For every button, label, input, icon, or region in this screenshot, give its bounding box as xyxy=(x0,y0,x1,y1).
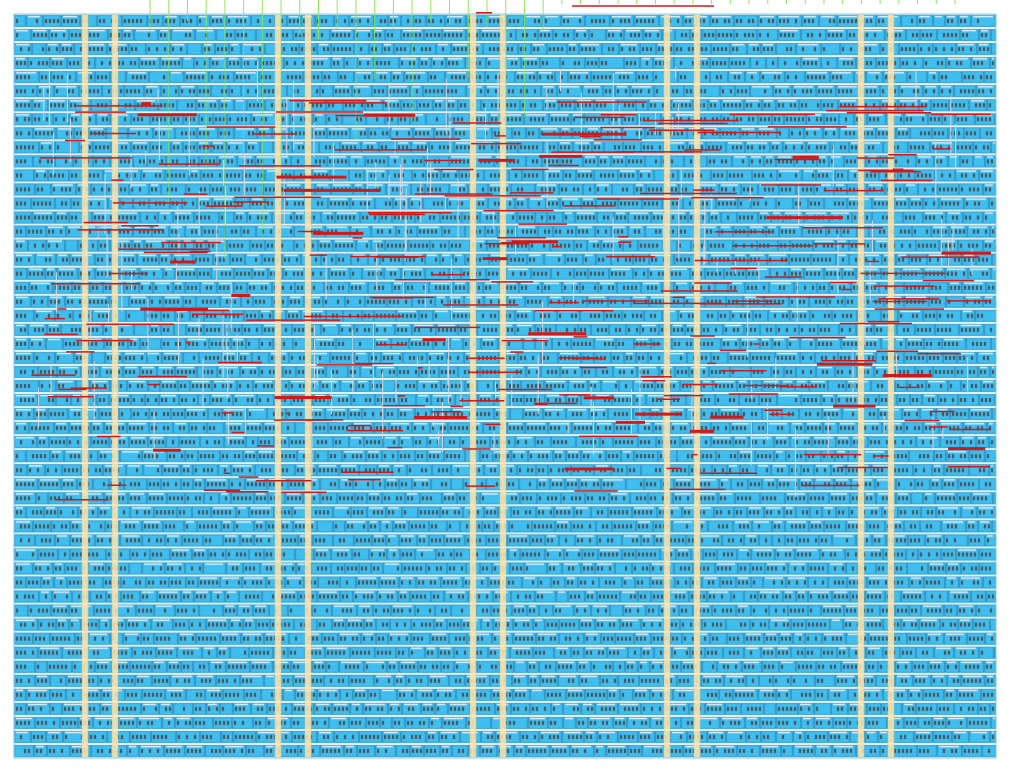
die-boundary xyxy=(13,13,997,759)
power-strap xyxy=(887,13,895,759)
signal-routes xyxy=(31,5,991,501)
power-strap xyxy=(304,13,312,759)
power-strap xyxy=(663,13,671,759)
power-strap xyxy=(693,13,701,759)
power-strap xyxy=(111,13,119,759)
io-pins xyxy=(149,0,956,261)
power-strap xyxy=(857,13,865,759)
power-strap xyxy=(81,13,89,759)
power-strap xyxy=(499,13,507,759)
